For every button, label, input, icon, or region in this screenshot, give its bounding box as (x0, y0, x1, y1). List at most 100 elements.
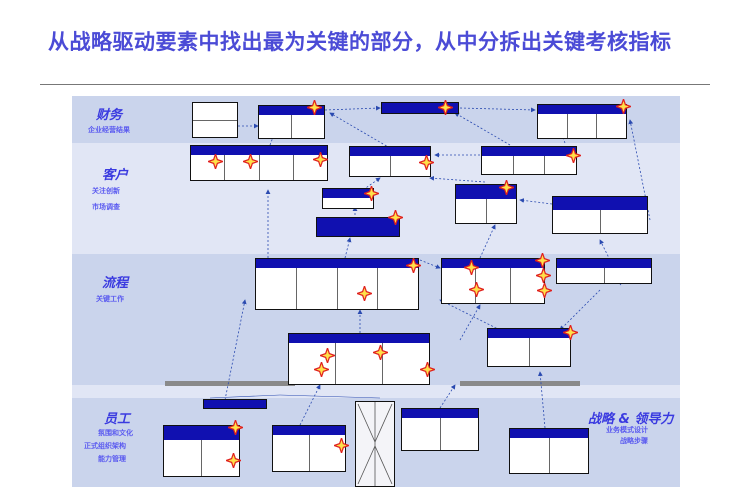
finance-revenue-header (259, 106, 324, 115)
cell (488, 338, 530, 366)
key-star-icon (499, 180, 514, 195)
finance-cost-box (537, 104, 627, 139)
finance-box-1-top (193, 103, 237, 121)
key-star-icon (438, 100, 453, 115)
key-star-icon (226, 453, 241, 468)
key-star-icon (420, 362, 435, 377)
process-operations-header (442, 259, 544, 268)
connector-x-icon (357, 402, 393, 486)
finance-box-1-bottom (193, 121, 237, 138)
section-customer-label: 客户 (102, 168, 129, 183)
cell (530, 338, 571, 366)
customer-brand-header (350, 147, 430, 156)
cell (553, 210, 601, 233)
process-it-box (487, 328, 571, 367)
key-star-icon (208, 154, 223, 169)
cell (487, 199, 517, 223)
key-star-icon (243, 154, 258, 169)
strategy-leadership-box (509, 428, 589, 474)
key-star-icon (307, 100, 322, 115)
cell (601, 210, 648, 233)
key-star-icon (406, 258, 421, 273)
finance-profit-box (381, 102, 459, 114)
process-it-header (488, 329, 570, 338)
key-star-icon (228, 420, 243, 435)
customer-channel-header (553, 197, 647, 210)
cell (568, 114, 598, 138)
key-star-icon (419, 155, 434, 170)
page-title: 从战略驱动要素中找出最为关键的部分，从中分拆出关键考核指标 (48, 30, 672, 54)
staff-org-box (163, 425, 240, 477)
staff-hr-header (204, 400, 266, 408)
finance-box-1 (192, 102, 238, 138)
customer-value-header (191, 146, 327, 155)
cell (482, 156, 514, 174)
cell (605, 268, 652, 283)
key-star-icon (563, 325, 578, 340)
cell (514, 156, 546, 174)
staff-culture-box (272, 425, 346, 472)
process-logistics-box (288, 333, 430, 385)
cell (259, 115, 292, 138)
finance-cost-header (538, 105, 626, 114)
key-star-icon (537, 283, 552, 298)
cell (336, 343, 383, 384)
section-process-sub: 关键工作 (96, 295, 124, 303)
section-staff-sub1: 氛围和文化 (98, 429, 133, 437)
customer-satisfaction-box (322, 188, 374, 209)
customer-relation-header (317, 218, 399, 236)
cell (256, 268, 297, 309)
section-customer-sub2: 市场调查 (92, 203, 120, 211)
cell (597, 114, 626, 138)
cell (292, 115, 324, 138)
cell (402, 418, 441, 450)
customer-channel-box (552, 196, 648, 234)
key-star-icon (334, 438, 349, 453)
key-star-icon (535, 253, 550, 268)
staff-org-header (164, 426, 239, 440)
separator-bar-right (460, 381, 580, 386)
process-support-box (556, 258, 652, 284)
process-operations-box (441, 258, 545, 304)
cell (476, 268, 511, 303)
finance-profit-header (382, 103, 458, 113)
key-star-icon (313, 152, 328, 167)
cell (225, 155, 260, 180)
cell (557, 268, 605, 283)
section-staff-sub3: 能力管理 (98, 455, 126, 463)
section-strategy-label: 战略 & 领导力 (588, 412, 674, 427)
customer-idm-box (481, 146, 577, 175)
separator-bar-left (165, 381, 295, 386)
key-star-icon (464, 260, 479, 275)
process-support-header (557, 259, 651, 268)
customer-brand-box (349, 146, 431, 177)
key-star-icon (388, 210, 403, 225)
cell (456, 199, 487, 223)
key-star-icon (536, 268, 551, 283)
cell (441, 418, 479, 450)
cell (289, 343, 336, 384)
section-strategy-sub1: 业务模式设计 (606, 426, 648, 434)
customer-idm-header (482, 147, 576, 156)
cell (164, 440, 202, 476)
section-customer-sub1: 关注创新 (92, 187, 120, 195)
cell (191, 155, 226, 180)
section-finance-label: 财务 (96, 108, 123, 123)
staff-culture-header (273, 426, 345, 435)
cell (350, 156, 391, 176)
strategy-leadership-header (510, 429, 588, 438)
key-star-icon (566, 148, 581, 163)
cell (550, 438, 589, 473)
section-strategy-sub2: 战略步骤 (620, 437, 648, 445)
staff-hr-box (203, 399, 267, 409)
section-finance-sub: 企业经营结果 (88, 126, 130, 134)
key-star-icon (616, 99, 631, 114)
key-star-icon (320, 348, 335, 363)
section-process-label: 流程 (102, 276, 129, 291)
cell (378, 268, 418, 309)
section-staff-label: 员工 (104, 412, 131, 427)
key-star-icon (314, 362, 329, 377)
cell (297, 268, 338, 309)
process-management-box (255, 258, 419, 310)
